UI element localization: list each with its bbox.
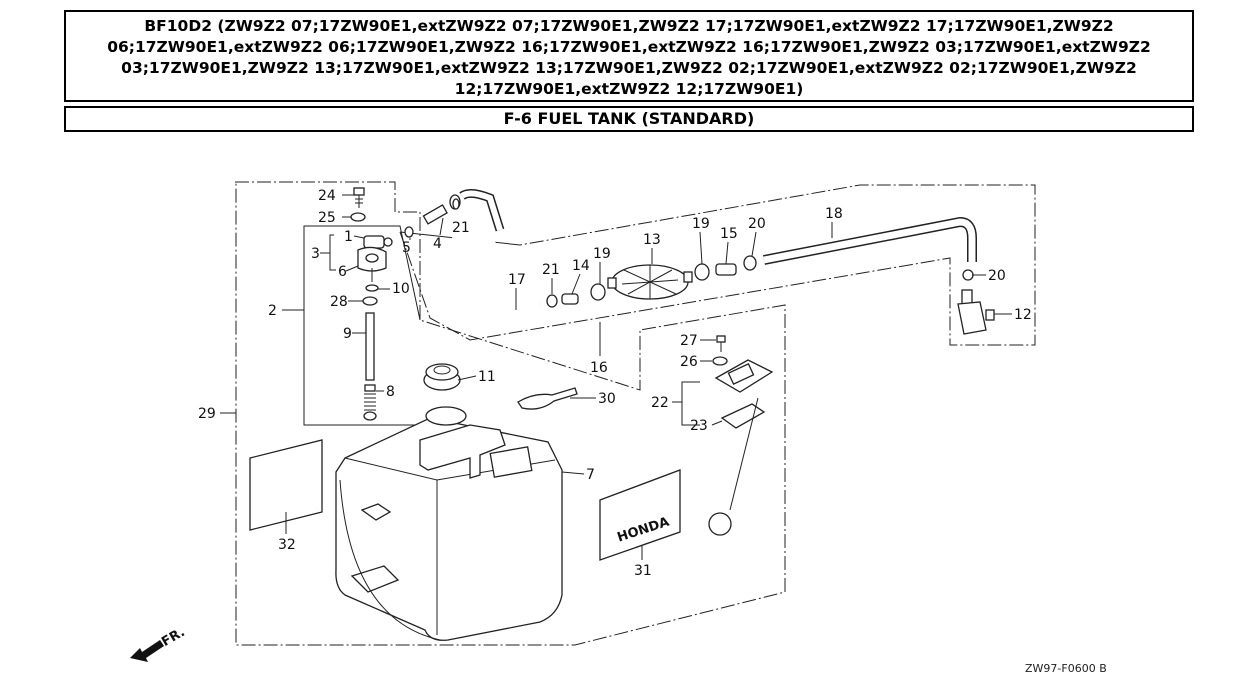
- callout-2: 2: [268, 303, 277, 319]
- part-5-seal: [404, 226, 414, 238]
- part-11-tank-cap: [423, 363, 461, 391]
- callout-17: 17: [508, 272, 526, 288]
- callout-20-upper: 20: [748, 216, 766, 232]
- part-21-clamp-upper: [452, 198, 460, 210]
- callout-27: 27: [680, 333, 698, 349]
- callout-1: 1: [344, 229, 353, 245]
- callout-19-right: 19: [692, 216, 710, 232]
- callout-25: 25: [318, 210, 336, 226]
- callout-23: 23: [690, 418, 708, 434]
- model-line: BF10D2 (ZW9Z2 07;17ZW90E1,extZW9Z2 07;17…: [107, 17, 1151, 98]
- callout-20-lower: 20: [988, 268, 1006, 284]
- part-13-primer-bulb: [607, 264, 693, 300]
- callout-19-left: 19: [593, 246, 611, 262]
- callout-21-upper: 21: [452, 220, 470, 236]
- callout-11: 11: [478, 369, 496, 385]
- front-label: FR.: [159, 625, 187, 650]
- part-20-clamp-upper: [743, 255, 757, 271]
- callout-4: 4: [433, 236, 442, 252]
- part-22-fuel-gauge: [714, 359, 774, 393]
- callout-12: 12: [1014, 307, 1032, 323]
- part-7-fuel-tank: [335, 406, 563, 641]
- callout-numbers: 24 25 1 3 6 5 4 21 10 2 28 9 8 11 29 30 …: [198, 188, 1032, 579]
- part-15-joint: [715, 263, 737, 276]
- part-12-connector: [957, 289, 995, 335]
- part-8-strainer: [363, 384, 377, 421]
- callout-10: 10: [392, 281, 410, 297]
- section-title: F-6 FUEL TANK (STANDARD): [503, 109, 755, 128]
- part-32-label: [249, 439, 323, 531]
- callout-22: 22: [651, 395, 669, 411]
- part-19-clamp-right: [694, 263, 710, 281]
- callout-28: 28: [330, 294, 348, 310]
- callout-24: 24: [318, 188, 336, 204]
- callout-29: 29: [198, 406, 216, 422]
- callout-7: 7: [586, 467, 595, 483]
- drawing-code: ZW97-F0600 B: [1025, 662, 1107, 675]
- callout-3: 3: [311, 246, 320, 262]
- callout-16: 16: [590, 360, 608, 376]
- part-24-bolt: [353, 187, 365, 208]
- leader-lines: [220, 194, 1012, 560]
- callout-8: 8: [386, 384, 395, 400]
- group-29-boundary: [235, 181, 786, 646]
- callout-30: 30: [598, 391, 616, 407]
- gauge-float: [708, 397, 759, 536]
- part-9-pipe: [365, 312, 375, 381]
- part-19-clamp-left: [590, 283, 606, 301]
- part-28-nut: [362, 296, 378, 306]
- callout-9: 9: [343, 326, 352, 342]
- callout-6: 6: [338, 264, 347, 280]
- callout-32: 32: [278, 537, 296, 553]
- group-16-boundary: [399, 184, 1036, 346]
- model-header: BF10D2 (ZW9Z2 07;17ZW90E1,extZW9Z2 07;17…: [64, 10, 1194, 102]
- part-31-honda-label: HONDA: [599, 469, 681, 561]
- part-10-oring: [365, 284, 379, 292]
- callout-14: 14: [572, 258, 590, 274]
- part-21-clamp-lower: [546, 294, 558, 308]
- section-header: F-6 FUEL TANK (STANDARD): [64, 106, 1194, 132]
- part-23-gasket: [720, 403, 766, 429]
- part-27-screw: [716, 335, 726, 352]
- part-14-joint: [561, 293, 579, 305]
- callout-26: 26: [680, 354, 698, 370]
- part-30-strap: [517, 387, 578, 410]
- part-25-washer: [350, 212, 366, 222]
- callout-18: 18: [825, 206, 843, 222]
- callout-31: 31: [634, 563, 652, 579]
- callout-5: 5: [402, 240, 411, 256]
- part-20-clamp-lower: [962, 269, 974, 281]
- callout-13: 13: [643, 232, 661, 248]
- callout-15: 15: [720, 226, 738, 242]
- part-26-washer: [712, 356, 728, 366]
- part-1-6-fuel-cock: [357, 235, 393, 282]
- front-arrow-icon: FR.: [130, 625, 188, 662]
- callout-21-lower: 21: [542, 262, 560, 278]
